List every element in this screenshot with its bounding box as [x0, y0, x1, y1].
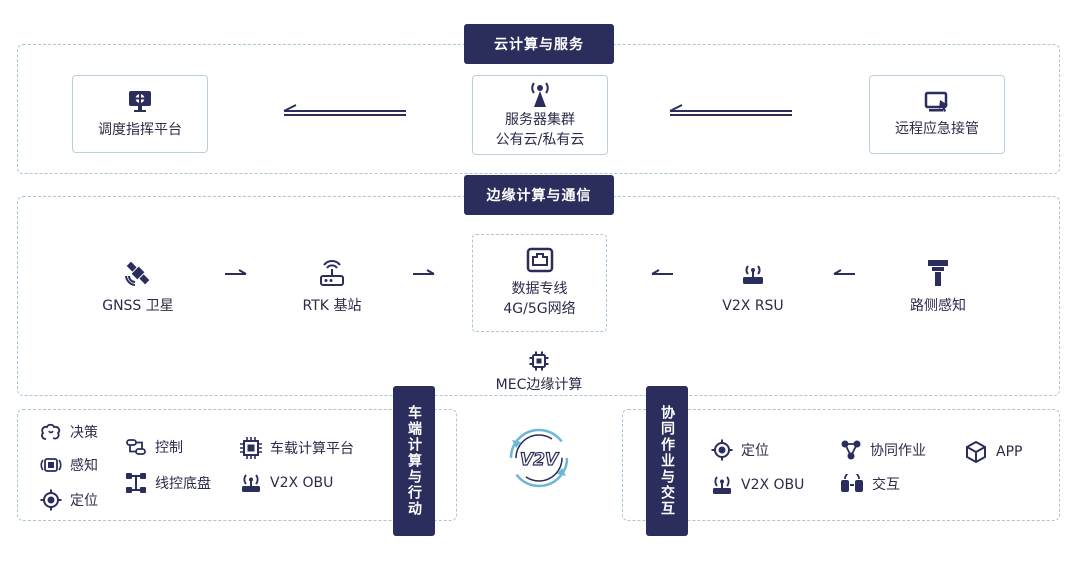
chassis-label: 线控底盘: [155, 476, 211, 492]
perception-label: 感知: [70, 458, 98, 474]
network-port-icon: [526, 247, 553, 273]
roadside-sensor-icon: [928, 260, 948, 286]
cloud-title: 云计算与服务: [464, 24, 614, 64]
server-cluster-box: 服务器集群 公有云/私有云: [472, 75, 608, 155]
vehicle-obu-label: V2X OBU: [270, 475, 334, 491]
v2v-logo-text: V2V: [520, 450, 560, 470]
control-label: 控制: [155, 440, 183, 456]
rsu-label: V2X RSU: [722, 298, 784, 314]
control-item: 控制: [125, 437, 183, 457]
vehicle-title: 车端计算与行动: [393, 386, 435, 536]
data-link-box: 数据专线 4G/5G网络: [472, 234, 607, 332]
remote-takeover-box: 远程应急接管: [869, 75, 1005, 154]
server-label-2: 公有云/私有云: [495, 132, 585, 148]
chip-icon: [529, 351, 549, 371]
roadside-label: 路侧感知: [910, 298, 966, 314]
onboard-label: 车载计算平台: [270, 441, 354, 457]
interaction-label: 交互: [872, 477, 900, 493]
arrow-remote-server: [669, 104, 792, 116]
interaction-item: 交互: [840, 474, 900, 494]
collab-obu-label: V2X OBU: [741, 477, 805, 493]
perception-item: 感知: [40, 455, 98, 475]
vehicle-zone: [17, 409, 457, 521]
dispatch-monitor-icon: [129, 91, 151, 112]
crosshair-icon: [40, 489, 62, 511]
signal-tower-icon: [531, 82, 549, 107]
arrow-dispatch-server: [283, 104, 406, 116]
coop-item: 协同作业: [840, 439, 926, 461]
link-label-2: 4G/5G网络: [503, 301, 576, 317]
roadside-node: 路侧感知: [873, 258, 1003, 316]
arrow-rtk-link: [413, 269, 435, 275]
interaction-icon: [841, 474, 863, 492]
dispatch-platform-box: 调度指挥平台: [72, 75, 208, 153]
collab-zone: [622, 409, 1060, 521]
router-icon: [320, 260, 344, 286]
mec-label: MEC边缘计算: [495, 377, 583, 393]
arrow-roadside-rsu: [833, 269, 855, 275]
coop-label: 协同作业: [870, 443, 926, 459]
rtk-node: RTK 基站: [267, 258, 397, 316]
cube-icon: [966, 441, 986, 463]
server-label-1: 服务器集群: [505, 112, 575, 128]
crosshair-icon: [711, 439, 733, 461]
remote-screen-icon: [924, 91, 948, 112]
link-label-1: 数据专线: [511, 281, 568, 297]
remote-label: 远程应急接管: [895, 120, 979, 137]
collab-positioning-label: 定位: [741, 443, 769, 459]
radar-sensor-icon: [40, 458, 62, 472]
vehicle-obu-item: V2X OBU: [240, 472, 333, 494]
collab-title: 协同作业与交互: [646, 386, 688, 536]
brain-icon: [41, 423, 61, 440]
control-icon: [126, 439, 146, 455]
chassis-icon: [126, 473, 146, 493]
chassis-item: 线控底盘: [125, 472, 211, 494]
cooperation-icon: [841, 440, 861, 460]
dispatch-label: 调度指挥平台: [98, 122, 182, 138]
mec-node: MEC边缘计算: [474, 351, 604, 395]
processor-icon: [240, 437, 262, 459]
rsu-antenna-icon: [743, 265, 763, 284]
onboard-item: 车载计算平台: [240, 437, 354, 459]
arrow-rsu-link: [651, 269, 673, 275]
collab-positioning-item: 定位: [711, 439, 769, 461]
obu-antenna-icon: [713, 476, 731, 494]
collab-obu-item: V2X OBU: [711, 474, 804, 496]
positioning-item: 定位: [40, 489, 98, 511]
decision-label: 决策: [70, 425, 98, 441]
app-label: APP: [996, 444, 1023, 460]
satellite-icon: [125, 261, 150, 286]
arrow-gnss-rtk: [225, 269, 247, 275]
v2v-logo-icon: V2V: [509, 428, 569, 488]
rtk-label: RTK 基站: [302, 298, 362, 314]
positioning-label: 定位: [70, 493, 98, 509]
edge-title: 边缘计算与通信: [464, 175, 614, 215]
gnss-node: GNSS 卫星: [73, 258, 203, 316]
gnss-label: GNSS 卫星: [102, 298, 174, 314]
app-item: APP: [964, 440, 1022, 464]
rsu-node: V2X RSU: [688, 258, 818, 316]
decision-item: 决策: [40, 422, 98, 442]
obu-antenna-icon: [242, 474, 260, 492]
